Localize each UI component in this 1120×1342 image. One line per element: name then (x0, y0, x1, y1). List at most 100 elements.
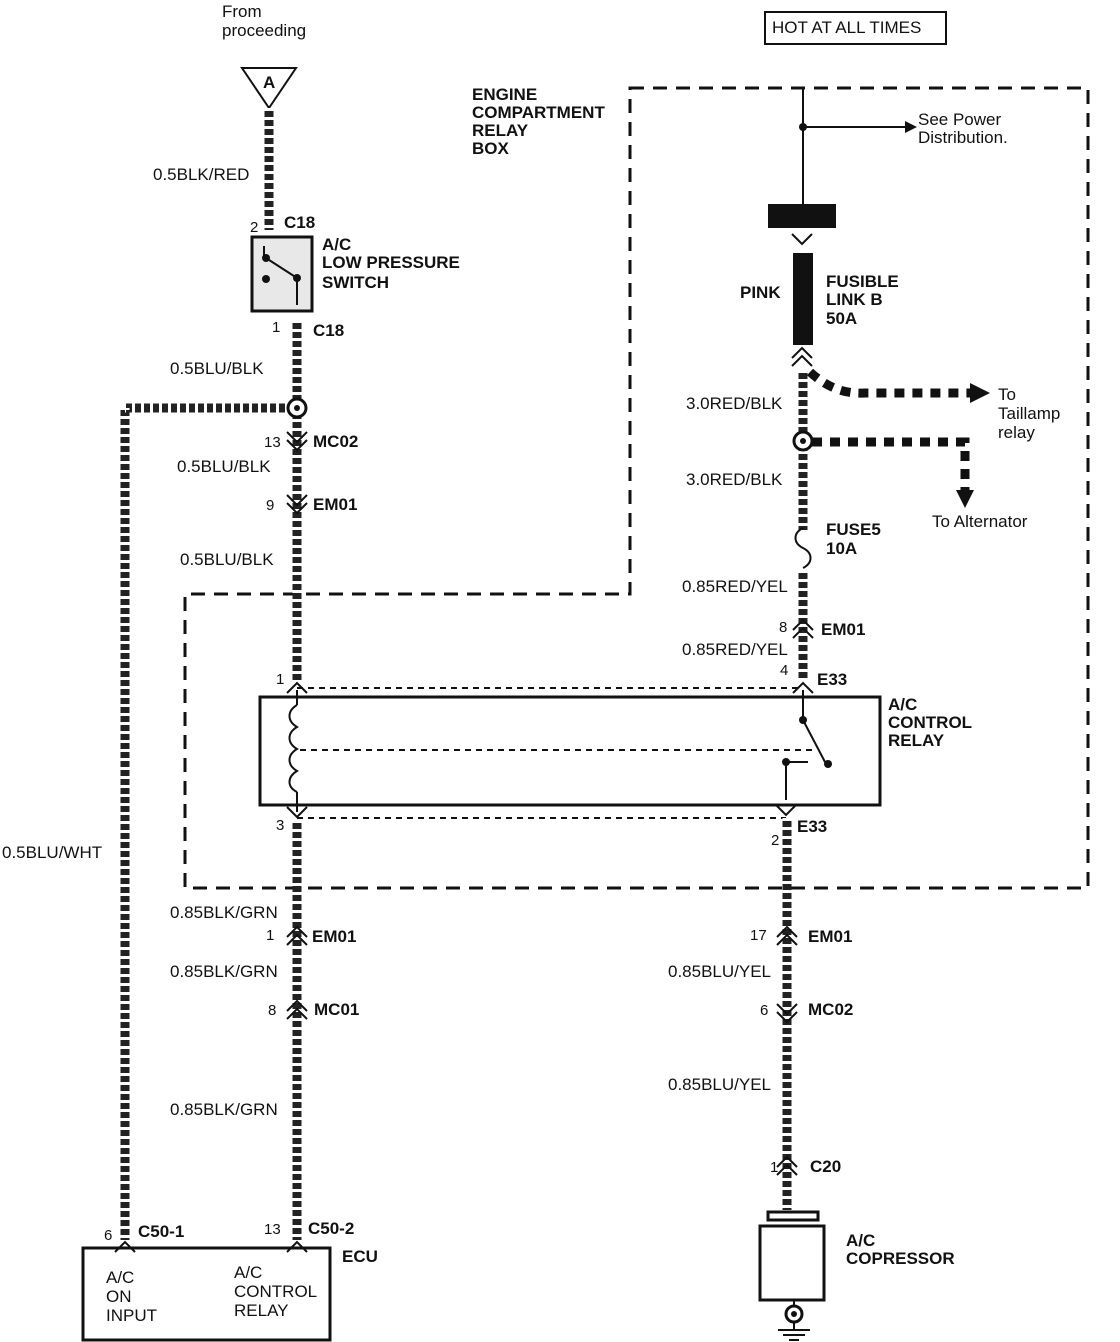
mc01-chevron (286, 999, 308, 1020)
ac-compressor (758, 1210, 826, 1315)
svg-text:A/C: A/C (234, 1263, 262, 1282)
e33-top-connector: E33 (817, 670, 847, 689)
c20-connector: C20 (810, 1157, 841, 1176)
wire-label-blu-blk-2: 0.5BLU/BLK (177, 457, 271, 476)
wire-label-red-yel-2: 0.85RED/YEL (682, 640, 788, 659)
c50-2-connector: C50-2 (308, 1219, 354, 1238)
c50-1-connector: C50-1 (138, 1222, 184, 1241)
mc02-left-chevron (286, 431, 308, 452)
em01-left-bottom-connector: EM01 (312, 927, 356, 946)
control-relay (258, 681, 882, 819)
fusible-link-label: FUSIBLE LINK B 50A (826, 272, 899, 328)
em01-left-bottom-pin: 1 (266, 927, 274, 944)
c50-1-pin: 6 (104, 1227, 112, 1244)
to-alternator-line (812, 437, 970, 490)
wire-label-blu-yel-2: 0.85BLU/YEL (668, 1075, 771, 1094)
svg-text:ENGINE: ENGINE (472, 85, 537, 104)
fuse-label: FUSE5 10A (826, 520, 881, 558)
svg-text:BOX: BOX (472, 139, 510, 158)
to-alternator-label: To Alternator (932, 512, 1028, 531)
from-proceeding-label: From proceeding (222, 2, 306, 40)
em01-left-chevron (286, 494, 308, 515)
mc01-connector: MC01 (314, 1000, 359, 1019)
svg-text:RELAY: RELAY (472, 121, 529, 140)
power-distribution-tap (799, 121, 917, 133)
relay-box-title: ENGINE COMPARTMENT RELAY BOX (472, 85, 605, 158)
low-pressure-switch-label: A/C LOW PRESSURE SWITCH (322, 235, 460, 292)
see-power-label: See Power Distribution. (918, 110, 1008, 147)
svg-text:A/C: A/C (106, 1268, 134, 1287)
wire-label-blu-blk-1: 0.5BLU/BLK (170, 359, 264, 378)
relay-pin-3: 3 (276, 817, 284, 834)
to-taillamp-label: To Taillamp relay (998, 385, 1060, 442)
fuse-symbol (794, 527, 812, 569)
compressor-label: A/C COPRESSOR (846, 1231, 955, 1268)
svg-text:Taillamp: Taillamp (998, 404, 1060, 423)
to-taillamp-arrow (970, 383, 990, 403)
svg-text:ON: ON (106, 1287, 132, 1306)
em01-left-bottom-chevron (286, 925, 308, 946)
svg-text:A/C: A/C (322, 235, 351, 254)
low-pressure-switch (250, 235, 314, 313)
em01-right-bottom-chevron (776, 925, 798, 946)
svg-text:To: To (998, 385, 1016, 404)
mc02-right-chevron (776, 1003, 798, 1024)
c18-top-connector: C18 (284, 213, 315, 232)
e33-top-pin: 4 (780, 662, 788, 679)
c50-2-pin: 13 (264, 1221, 281, 1238)
mc02-right-connector: MC02 (808, 1000, 853, 1019)
em01-left-pin: 9 (266, 497, 274, 514)
svg-text:SWITCH: SWITCH (322, 273, 389, 292)
c18-bottom-connector: C18 (313, 321, 344, 340)
wire-label-red-yel-1: 0.85RED/YEL (682, 577, 788, 596)
fusible-link-chevron-bottom (791, 346, 813, 367)
wire-label-blk-red: 0.5BLK/RED (153, 165, 249, 184)
em01-right-bottom-connector: EM01 (808, 927, 852, 946)
power-label-box: HOT AT ALL TIMES (764, 11, 947, 45)
svg-text:A/C: A/C (846, 1231, 875, 1250)
relay-pin-1: 1 (276, 671, 284, 688)
svg-text:From: From (222, 2, 262, 21)
svg-text:See Power: See Power (918, 110, 1001, 129)
relay-box-outline (183, 86, 1090, 890)
splice-right (792, 430, 814, 452)
em01-left-connector: EM01 (313, 495, 357, 514)
svg-text:Distribution.: Distribution. (918, 128, 1008, 147)
wire-label-blk-grn-1: 0.85BLK/GRN (170, 903, 278, 922)
svg-text:FUSE5: FUSE5 (826, 520, 881, 539)
fusible-link-body (793, 253, 813, 345)
svg-text:proceeding: proceeding (222, 21, 306, 40)
svg-text:CONTROL: CONTROL (888, 713, 972, 732)
wire-label-red-blk-1: 3.0RED/BLK (686, 394, 783, 413)
fusible-link-color: PINK (740, 283, 781, 302)
power-label: HOT AT ALL TIMES (772, 18, 921, 37)
ecu-box (81, 1240, 332, 1342)
svg-text:50A: 50A (826, 309, 857, 328)
svg-text:RELAY: RELAY (888, 731, 945, 750)
wire-label-blk-grn-2: 0.85BLK/GRN (170, 962, 278, 981)
svg-text:INPUT: INPUT (106, 1306, 157, 1325)
em01-right-top-pin: 8 (779, 619, 787, 636)
wire-label-blu-yel-1: 0.85BLU/YEL (668, 962, 771, 981)
em01-right-bottom-pin: 17 (750, 927, 767, 944)
to-taillamp-line (806, 368, 970, 398)
ecu-label: ECU (342, 1247, 378, 1266)
svg-text:10A: 10A (826, 539, 857, 558)
ecu-ac-on-input-label: A/C ON INPUT (106, 1268, 157, 1325)
fusible-link-cap (768, 204, 836, 228)
svg-text:CONTROL: CONTROL (234, 1282, 317, 1301)
ecu-ac-control-relay-label: A/C CONTROL RELAY (234, 1263, 317, 1320)
svg-text:FUSIBLE: FUSIBLE (826, 272, 899, 291)
wire-label-blu-wht: 0.5BLU/WHT (2, 843, 102, 862)
e33-bottom-pin: 2 (771, 832, 779, 849)
mc02-right-pin: 6 (760, 1002, 768, 1019)
svg-text:relay: relay (998, 423, 1035, 442)
e33-bottom-connector: E33 (797, 817, 827, 836)
c18-bottom-pin: 1 (272, 319, 280, 336)
c18-top-pin: 2 (250, 219, 258, 236)
ground-icon (778, 1304, 810, 1341)
connector-a-triangle: A (240, 67, 298, 110)
c20-chevron (776, 1155, 798, 1176)
svg-text:LOW PRESSURE: LOW PRESSURE (322, 253, 460, 272)
